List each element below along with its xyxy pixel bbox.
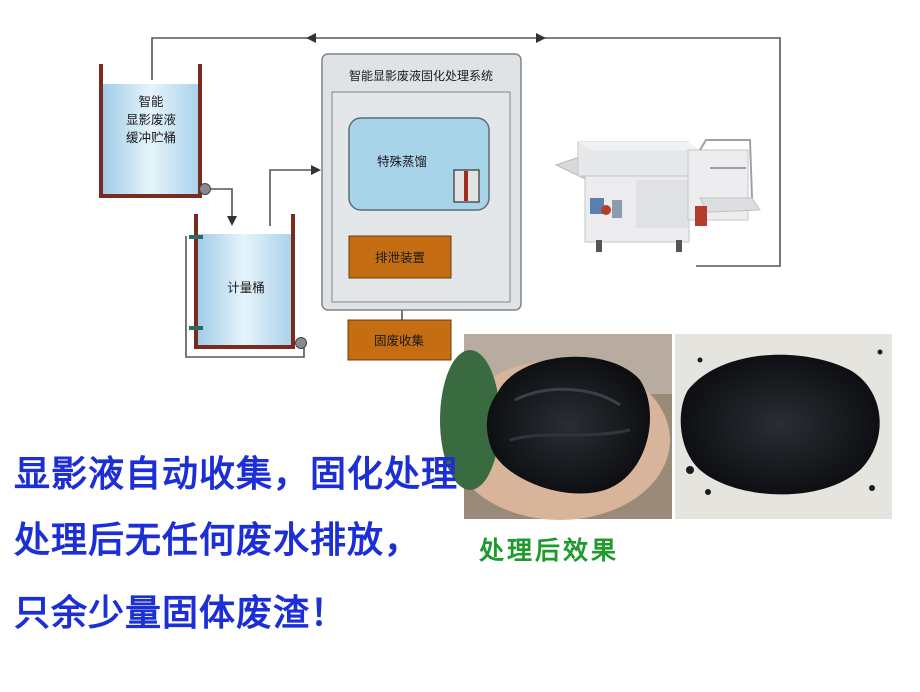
film-processor-machine-photo: [554, 139, 761, 252]
return-arrow-left: [306, 33, 316, 43]
metering-tank-label: 计量桶: [227, 280, 265, 295]
metering-tank-valve: [295, 337, 307, 349]
level-sensor-top: [189, 235, 203, 239]
collection-box: 固废收集: [347, 319, 452, 361]
summary-line-2: 处理后无任何废水排放，: [14, 520, 422, 561]
metering-tank: 计量桶: [189, 214, 307, 349]
summary-line-3: 只余少量固体废渣！: [14, 593, 348, 634]
level-sensor-bottom: [189, 326, 203, 330]
discharge-unit: [348, 235, 452, 279]
discharge-label: 排泄装置: [375, 250, 425, 265]
buffer-tank-valve: [199, 183, 211, 195]
distillation-label: 特殊蒸馏: [377, 154, 427, 169]
buffer-tank-label-line3: 缓冲贮桶: [126, 130, 176, 145]
processed-residue-in-hand-photo: [440, 334, 672, 520]
processing-system: 智能显影废液固化处理系统 特殊蒸馏 排泄装置: [321, 53, 522, 311]
summary-line-1: 显影液自动收集，固化处理: [14, 454, 459, 495]
return-arrow-right: [536, 33, 546, 43]
buffer-tank-label-line2: 显影废液: [126, 112, 177, 127]
feed-arrow: [227, 216, 237, 226]
buffer-tank-label-line1: 智能: [138, 94, 164, 109]
bottom-loop-pipe: [185, 236, 305, 358]
system-title: 智能显影废液固化处理系统: [349, 68, 493, 83]
feed-pipe: [202, 188, 233, 221]
return-pipe: [151, 37, 781, 267]
metering-outlet-pipe: [269, 169, 318, 226]
collection-label: 固废收集: [374, 333, 425, 348]
processed-residue-on-surface-photo: [675, 334, 892, 519]
buffer-tank: 智能 显影废液 缓冲贮桶: [99, 64, 211, 198]
photos-caption: 处理后效果: [479, 536, 620, 565]
inlet-arrow: [311, 165, 321, 175]
